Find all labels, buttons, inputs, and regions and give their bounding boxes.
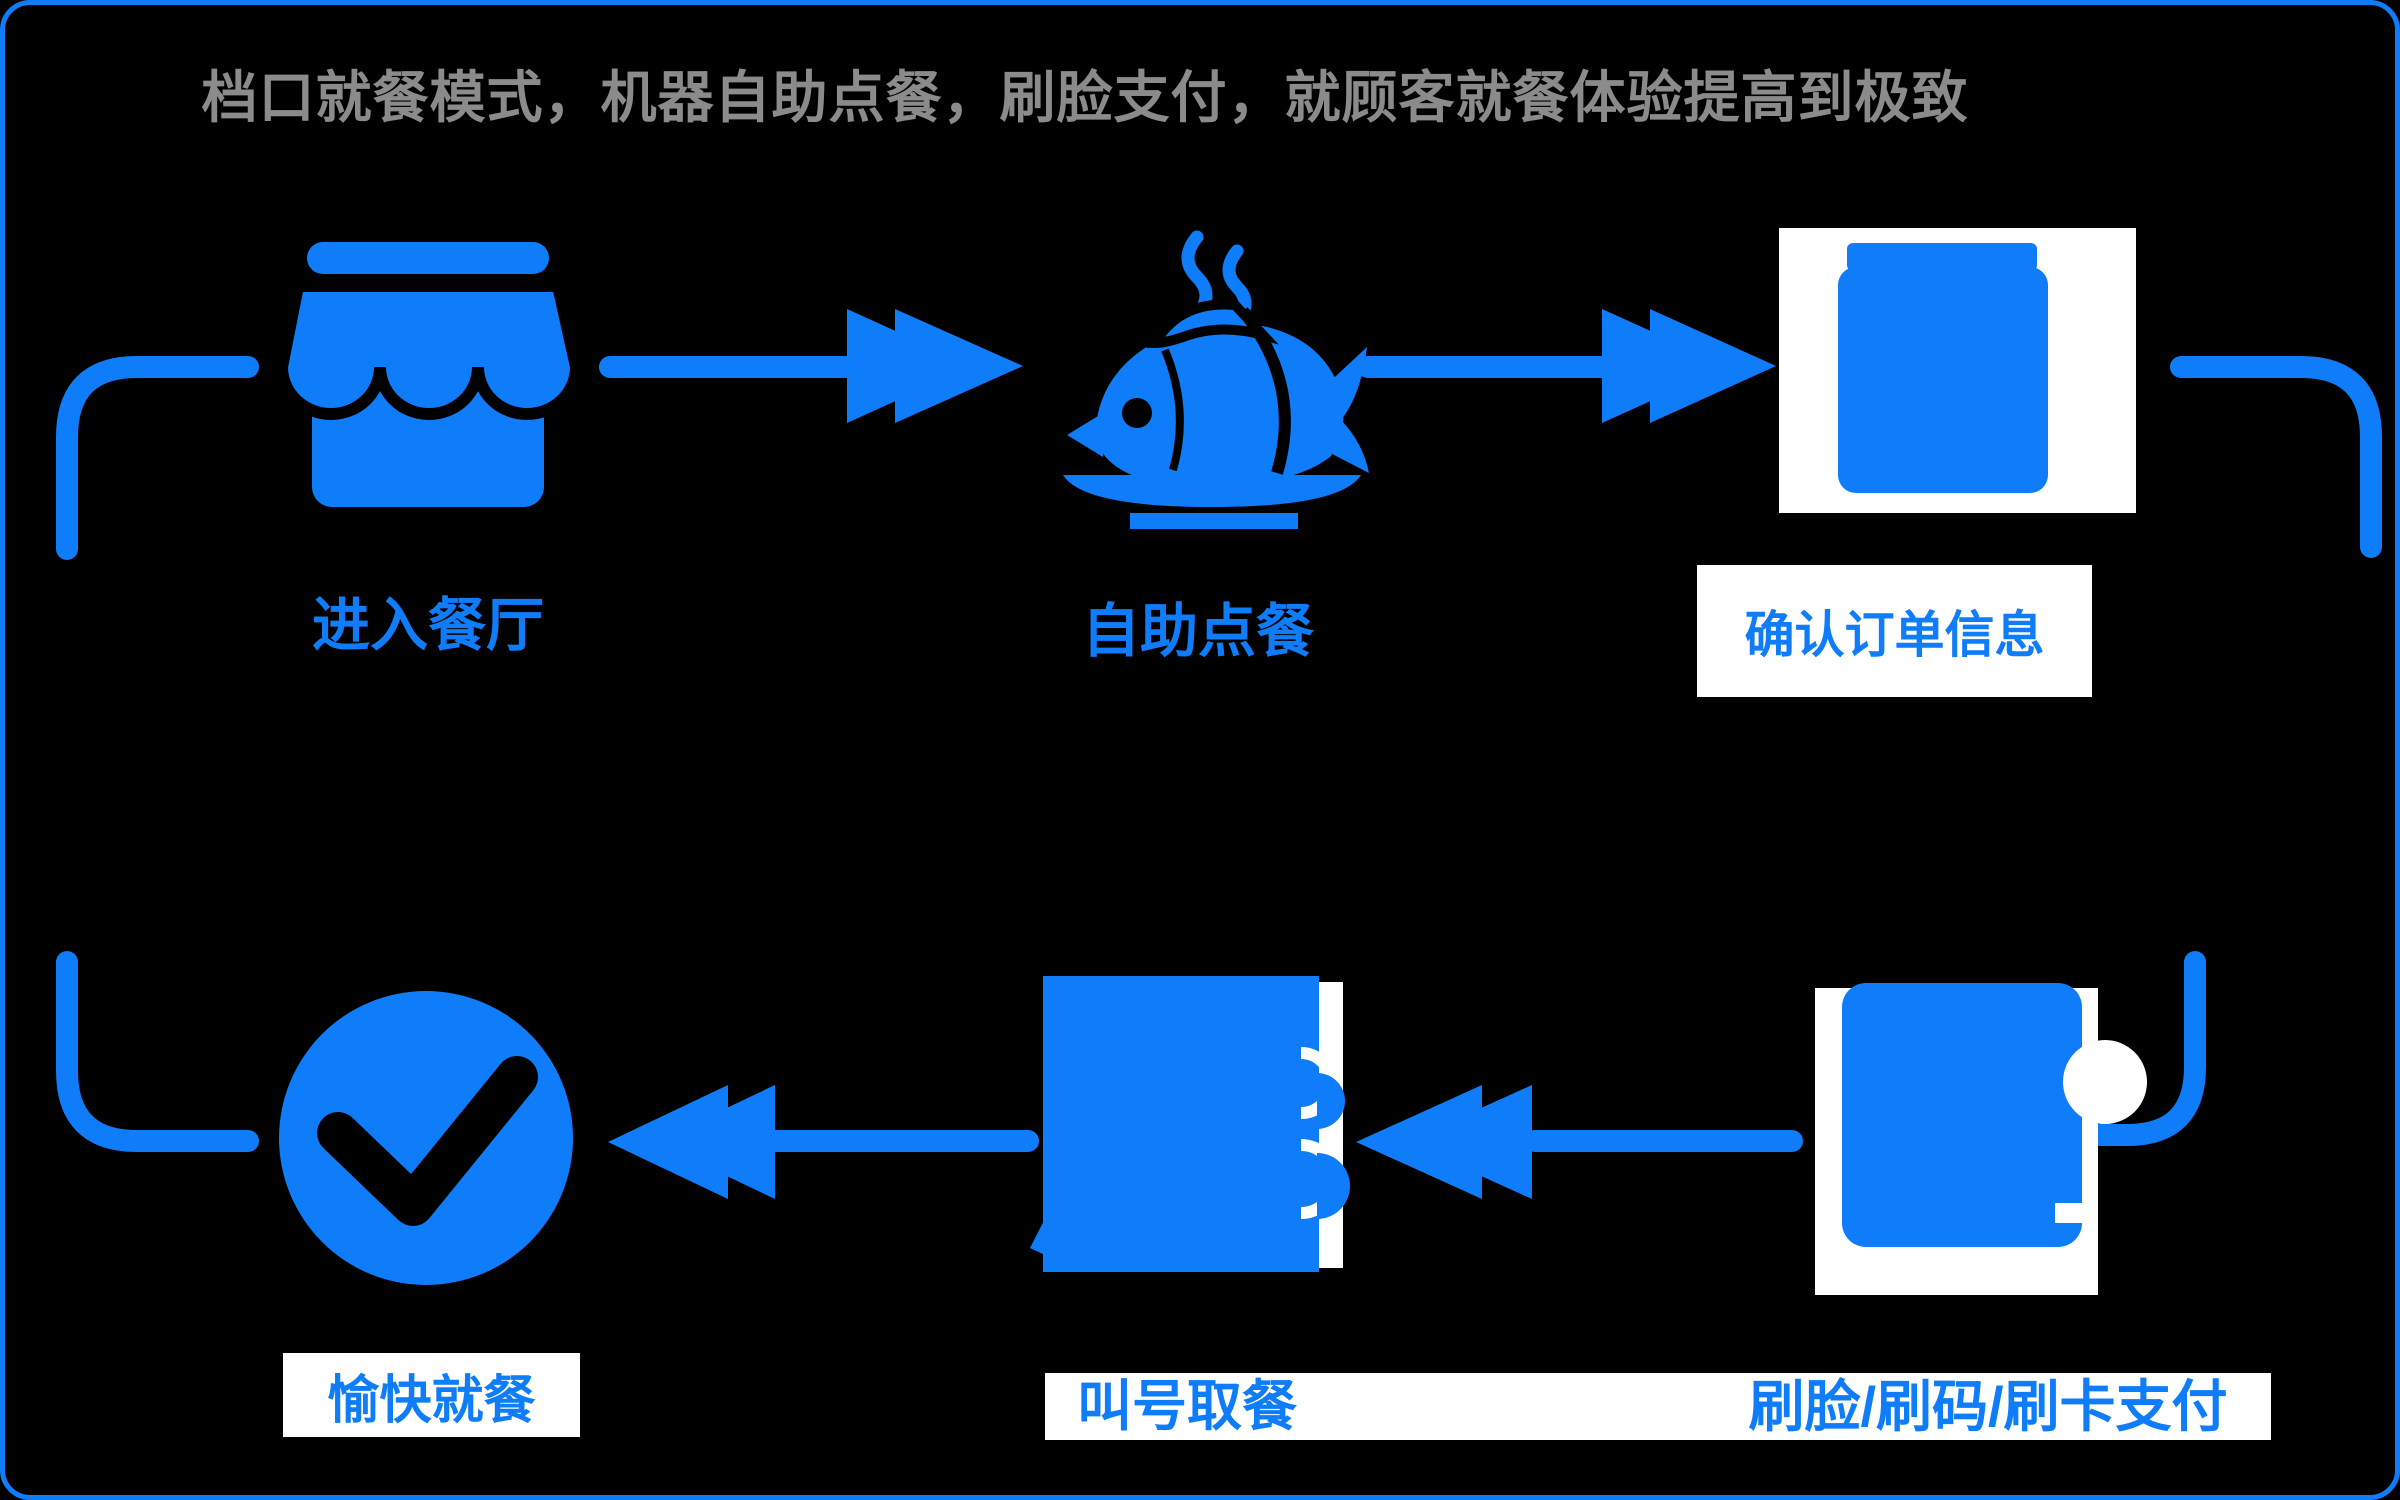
- flow-arrow-enter-to-order: [599, 309, 1023, 423]
- step-label-pay: 刷脸/刷码/刷卡支付: [1748, 1375, 2228, 1438]
- connector-elbow-top-right: [2170, 356, 2382, 558]
- page-title: 档口就餐模式，机器自助点餐，刷脸支付，就顾客就餐体验提高到极致: [201, 66, 1969, 129]
- step-label-confirm-order: 确认订单信息: [1744, 607, 2045, 663]
- flow-arrow-order-to-confirm: [1357, 309, 1776, 423]
- label-panel-enjoy: 愉快就餐: [283, 1353, 580, 1437]
- connector-elbow-bottom-right: [2052, 951, 2206, 1146]
- step-label-pickup: 叫号取餐: [1076, 1375, 1297, 1437]
- queue-screen-icon: [1030, 976, 1350, 1272]
- connector-elbow-top-left: [56, 356, 259, 560]
- checkmark-icon: [317, 1056, 538, 1226]
- storefront-icon: [275, 242, 583, 507]
- step-label-self-order: 自助点餐: [1081, 599, 1314, 664]
- flow-graphics: [56, 228, 2382, 1295]
- label-panel-confirm-order: 确认订单信息: [1697, 565, 2092, 697]
- step-label-enjoy: 愉快就餐: [327, 1371, 536, 1430]
- fish-dish-icon: [1063, 230, 1369, 529]
- payment-terminal-icon: [1815, 983, 2147, 1295]
- order-screen-icon: [1779, 228, 2136, 513]
- check-circle-icon: [279, 991, 573, 1285]
- connector-elbow-bottom-left: [56, 951, 259, 1152]
- step-label-enter-restaurant: 进入餐厅: [311, 593, 544, 658]
- flow-arrow-pickup-to-enjoy: [608, 1085, 1039, 1199]
- flow-arrow-pay-to-pickup: [1356, 1085, 1803, 1199]
- label-panel-bottom-row: 叫号取餐 刷脸/刷码/刷卡支付: [1045, 1373, 2271, 1440]
